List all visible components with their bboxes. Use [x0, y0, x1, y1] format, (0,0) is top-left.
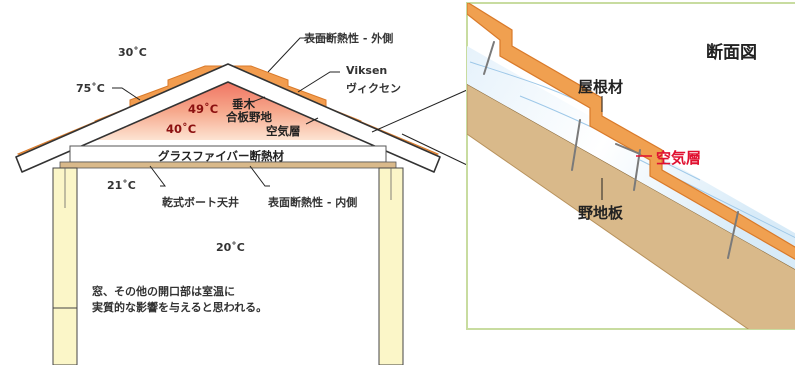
leader-ceiling [149, 165, 166, 187]
label-inner-surface-insulation: 表面断熱性 - 内側 [268, 196, 358, 209]
inset-label-air-layer: 空気層 [656, 149, 702, 167]
roof-board [15, 63, 441, 173]
label-plywood-sheathing: 合板野地 [226, 110, 272, 124]
inset-underlayment [467, 46, 795, 270]
window-note-line2: 実質的な影響を与えると思われる。 [92, 301, 268, 314]
temp-attic-mid: 40˚C [166, 122, 197, 136]
inset-title: 断面図 [706, 43, 757, 63]
temp-outdoor: 30˚C [118, 46, 147, 59]
leader-75c [112, 87, 141, 101]
right-wall [378, 167, 404, 365]
label-dry-board-ceiling: 乾式ボート天井 [162, 196, 239, 209]
inset-roofing [467, 3, 795, 260]
inset-label-sheathing: 野地板 [578, 204, 624, 222]
label-brand: Viksen [346, 64, 388, 77]
label-glass-fiber-insulation: グラスファイバー断熱材 [158, 149, 285, 163]
window-note-line1: 窓、その他の開口部は室温に [92, 285, 235, 298]
leader-inner-surface [249, 165, 270, 187]
leader-callout-a [371, 89, 468, 133]
temp-attic-top: 49˚C [188, 102, 219, 116]
temp-roof-surface: 75˚C [76, 82, 105, 95]
ceiling-board [59, 161, 397, 169]
leader-rafter [251, 96, 266, 103]
label-rafter: 垂木 [232, 97, 255, 111]
inset-label-roofing: 屋根材 [578, 78, 624, 96]
attic-heat-zone [80, 76, 376, 140]
temp-room: 20˚C [216, 241, 245, 254]
temp-ceiling-space: 21˚C [107, 179, 136, 192]
leader-viksen [297, 71, 340, 93]
leader-outer-surface [267, 37, 330, 73]
leader-air-layer [305, 117, 319, 125]
leader-callout-b [401, 133, 468, 166]
label-air-layer: 空気層 [266, 124, 301, 138]
label-brand-kana: ヴィクセン [346, 82, 401, 95]
left-wall-lower [52, 307, 78, 365]
label-outer-surface-insulation: 表面断熱性 - 外側 [304, 32, 394, 45]
